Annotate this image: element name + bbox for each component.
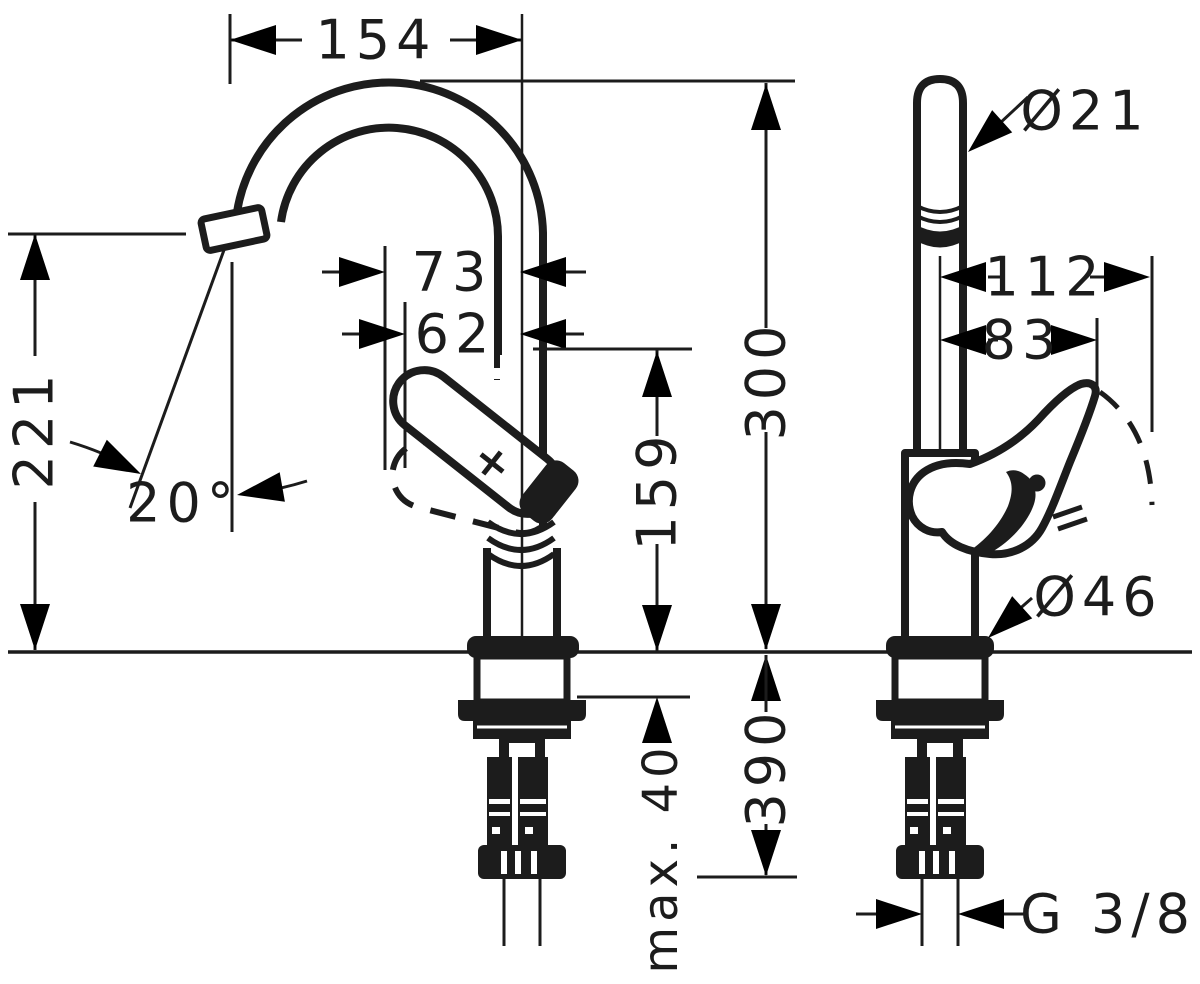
dim-thread-g38: G 3/8 (856, 883, 1196, 946)
arrowhead-icon (1104, 262, 1150, 292)
side-handle-strap (968, 470, 1036, 555)
dim-diameter-46: Ø46 (977, 566, 1162, 650)
side-joint-line-2 (916, 214, 964, 224)
dim-label: 390 (735, 706, 798, 827)
aerator-tip (197, 204, 271, 254)
dim-83: 83 (940, 309, 1099, 386)
arrowhead-icon (339, 257, 385, 287)
dim-62: 62 (342, 302, 584, 468)
dim-label: 154 (315, 9, 436, 72)
arrowhead-icon (751, 830, 781, 876)
front-view (197, 78, 579, 640)
dim-label: Ø46 (1033, 566, 1162, 629)
spray-direction-line (128, 249, 226, 509)
side-handle-motion-dashes (1052, 504, 1088, 532)
plus-mark (479, 450, 505, 476)
arrowhead-icon (642, 351, 672, 397)
dim-label: 112 (984, 246, 1105, 309)
arrowhead-icon (476, 25, 522, 55)
dim-390: 390 (697, 655, 798, 879)
dim-label: 20° (126, 472, 240, 535)
dim-diameter-21: Ø21 (957, 80, 1149, 164)
side-handle-blade (904, 379, 1100, 559)
dim-label: 73 (412, 241, 493, 304)
side-handle-dot (1028, 474, 1046, 492)
arrowhead-icon (20, 604, 50, 650)
side-underdeck-assembly (876, 656, 1004, 946)
dim-221: 221 (3, 232, 186, 650)
dim-label: G 3/8 (1020, 883, 1196, 946)
dim-angle-20: 20° (69, 249, 308, 535)
arrowhead-icon (359, 319, 405, 349)
dim-73: 73 (322, 241, 586, 470)
dim-max-40: max. 40 (577, 695, 690, 974)
arrowhead-icon (642, 605, 672, 651)
dim-label: 221 (3, 368, 66, 489)
side-view (901, 75, 1155, 644)
dim-112: 112 (938, 246, 1154, 455)
dim-300: 300 (420, 79, 798, 650)
side-joint-band (915, 224, 965, 248)
dim-label: 300 (735, 319, 798, 440)
arrowhead-icon (751, 604, 781, 650)
dim-label: 159 (626, 429, 689, 550)
spout-inner-curve (277, 123, 503, 355)
dim-label: 62 (415, 303, 496, 366)
spout-outer-curve (233, 78, 547, 527)
arrowhead-icon (230, 25, 276, 55)
arrowhead-icon (876, 899, 922, 929)
front-underdeck-assembly (458, 656, 586, 946)
arrowhead-icon (20, 234, 50, 280)
arrowhead-icon (958, 899, 1004, 929)
side-handle-alt-dashed-arc (1098, 389, 1155, 506)
dim-label: 83 (982, 309, 1063, 372)
arrowhead-icon (234, 472, 285, 510)
dim-154: 154 (228, 9, 524, 648)
dim-159: 159 (533, 347, 692, 651)
arrowhead-icon (642, 697, 672, 743)
dim-label: max. 40 (633, 742, 689, 973)
arrowhead-icon (751, 84, 781, 130)
handle-pivot-cap (519, 460, 579, 524)
side-joint-line-1 (916, 204, 964, 214)
dim-label: Ø21 (1020, 80, 1149, 143)
